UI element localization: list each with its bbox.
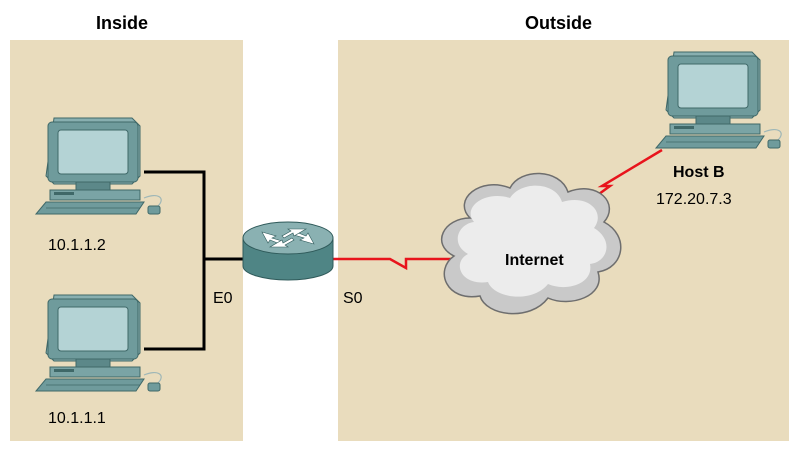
router-s0-label: S0 (343, 290, 363, 307)
internet-cloud (441, 172, 622, 315)
ethernet-links (144, 170, 245, 351)
inside-bottom-ip: 10.1.1.1 (48, 410, 106, 427)
outside-title: Outside (525, 13, 593, 33)
router-e0-label: E0 (213, 290, 233, 307)
host-b-name: Host B (673, 164, 725, 181)
inside-title: Inside (96, 13, 149, 33)
serial-link-router-cloud (333, 257, 452, 271)
host-b-ip: 172.20.7.3 (656, 191, 732, 208)
router-icon (242, 221, 334, 281)
internet-label: Internet (505, 252, 564, 269)
inside-top-ip: 10.1.1.2 (48, 237, 106, 254)
